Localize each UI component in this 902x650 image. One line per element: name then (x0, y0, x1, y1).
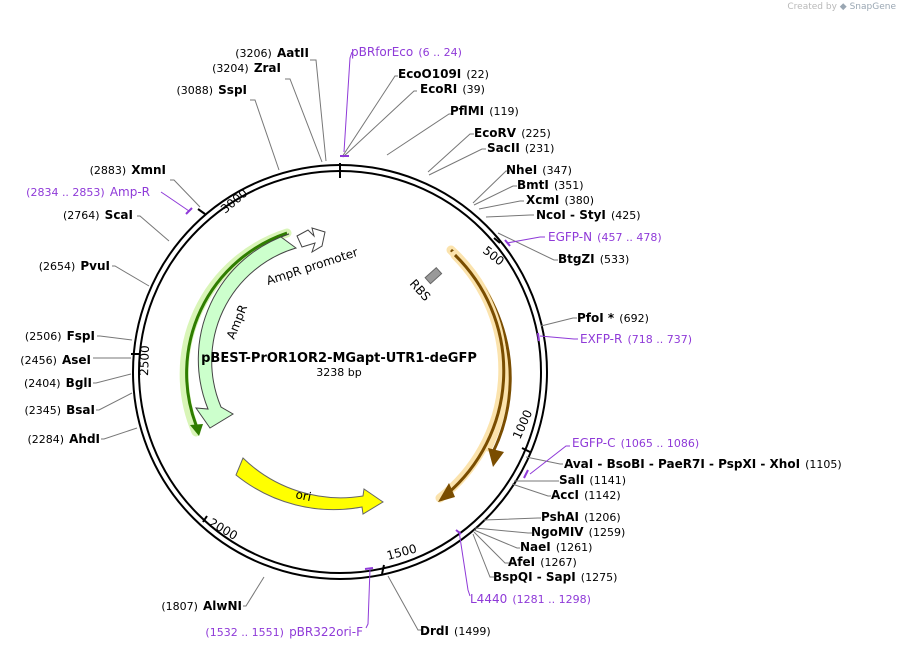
primer-pbr322ori-f-marker (364, 567, 374, 570)
feature-ori-arrow (235, 457, 384, 515)
site-leader-lines (93, 59, 577, 631)
site-bmti: BmtI (351) (517, 174, 584, 193)
site-sacii: SacII (231) (487, 137, 554, 156)
site-avai-group: AvaI - BsoBI - PaeR7I - PspXI - XhoI (11… (564, 453, 842, 472)
primer-pbr322ori-f: (1532 .. 1551) pBR322ori-F (205, 621, 363, 640)
plasmid-name: pBEST-PrOR1OR2-MGapt-UTR1-deGFP (201, 351, 477, 366)
plasmid-size: 3238 bp (316, 366, 361, 379)
feature-ampr-arrow (194, 233, 298, 429)
primer-l4440-marker (455, 529, 462, 535)
site-ahdi: (2284) AhdI (27, 428, 100, 447)
tick-500 (493, 237, 501, 244)
site-asei: (2456) AseI (20, 349, 91, 368)
feature-green-arc (179, 228, 292, 437)
ampr-label: AmpR (224, 303, 250, 341)
feature-ampr-promoter-arrow (296, 227, 326, 254)
primer-amp-r: (2834 .. 2853) Amp-R (26, 181, 150, 200)
tick-label-500: 500 (480, 243, 507, 268)
tick-1500 (381, 564, 385, 575)
tick-2000 (202, 515, 208, 523)
site-pflmi: PflMI (119) (450, 100, 519, 119)
tick-marks (131, 208, 531, 575)
site-ecorv: EcoRV (225) (474, 122, 551, 141)
feature-rbs-box (424, 266, 443, 285)
tick-1000 (521, 447, 531, 453)
site-pshai: PshAI (1206) (541, 506, 621, 525)
tick-label-3000: 3000 (218, 186, 250, 216)
site-afei: AfeI (1267) (508, 551, 577, 570)
tick-label-2500: 2500 (137, 345, 152, 376)
site-sspi: (3088) SspI (176, 79, 247, 98)
site-alwni: (1807) AlwNI (161, 595, 242, 614)
site-pvui: (2654) PvuI (39, 255, 110, 274)
site-xcmi: XcmI (380) (526, 189, 594, 208)
primer-markers (185, 155, 540, 570)
credit-brand: SnapGene (849, 2, 896, 12)
primer-egfp-n: EGFP-N (457 .. 478) (548, 226, 662, 245)
site-drdi: DrdI (1499) (420, 620, 491, 639)
site-eco0109i: EcoO109I (22) (398, 63, 489, 82)
tick-3000 (197, 208, 206, 215)
snapgene-logo-icon: ◆ (839, 2, 847, 12)
ori-label: ori (294, 487, 312, 504)
primer-egfp-c: EGFP-C (1065 .. 1086) (572, 432, 699, 451)
primer-leader-lines (160, 51, 578, 629)
tick-label-2000: 2000 (207, 515, 240, 542)
site-sali: SalI (1141) (559, 469, 626, 488)
site-pfoi: PfoI * (692) (577, 307, 649, 326)
site-bsai: (2345) BsaI (24, 399, 95, 418)
site-naei: NaeI (1261) (520, 536, 592, 555)
site-bgli: (2404) BglI (24, 372, 92, 391)
snapgene-credit: Created by ◆ SnapGene (787, 2, 896, 12)
site-acci: AccI (1142) (551, 484, 621, 503)
site-nhei: NheI (347) (506, 159, 572, 178)
site-ecori: EcoRI (39) (420, 78, 485, 97)
site-bspqi-sapi: BspQI - SapI (1275) (493, 566, 617, 585)
primer-l4440: L4440 (1281 .. 1298) (470, 588, 591, 607)
site-btgzi: BtgZI (533) (558, 248, 629, 267)
site-aatii: (3206) AatII (235, 42, 309, 61)
site-xmni: (2883) XmnI (90, 159, 166, 178)
primer-exfp-r: EXFP-R (718 .. 737) (580, 328, 692, 347)
primer-ampr-marker (185, 207, 193, 215)
primer-exfp-r-marker (537, 332, 540, 342)
feature-orange-arrow-inner (435, 250, 508, 503)
site-ncoi-styi: NcoI - StyI (425) (536, 204, 641, 223)
site-scai: (2764) ScaI (63, 204, 133, 223)
credit-text: Created by (787, 2, 837, 12)
site-ngomiv: NgoMIV (1259) (531, 521, 625, 540)
site-zrai: (3204) ZraI (212, 57, 281, 76)
primer-egfp-n-marker (504, 239, 511, 247)
site-fspi: (2506) FspI (25, 325, 95, 344)
primer-egfp-c-marker (523, 469, 529, 479)
primer-pbrforeco: pBRforEco (6 .. 24) (351, 41, 462, 60)
